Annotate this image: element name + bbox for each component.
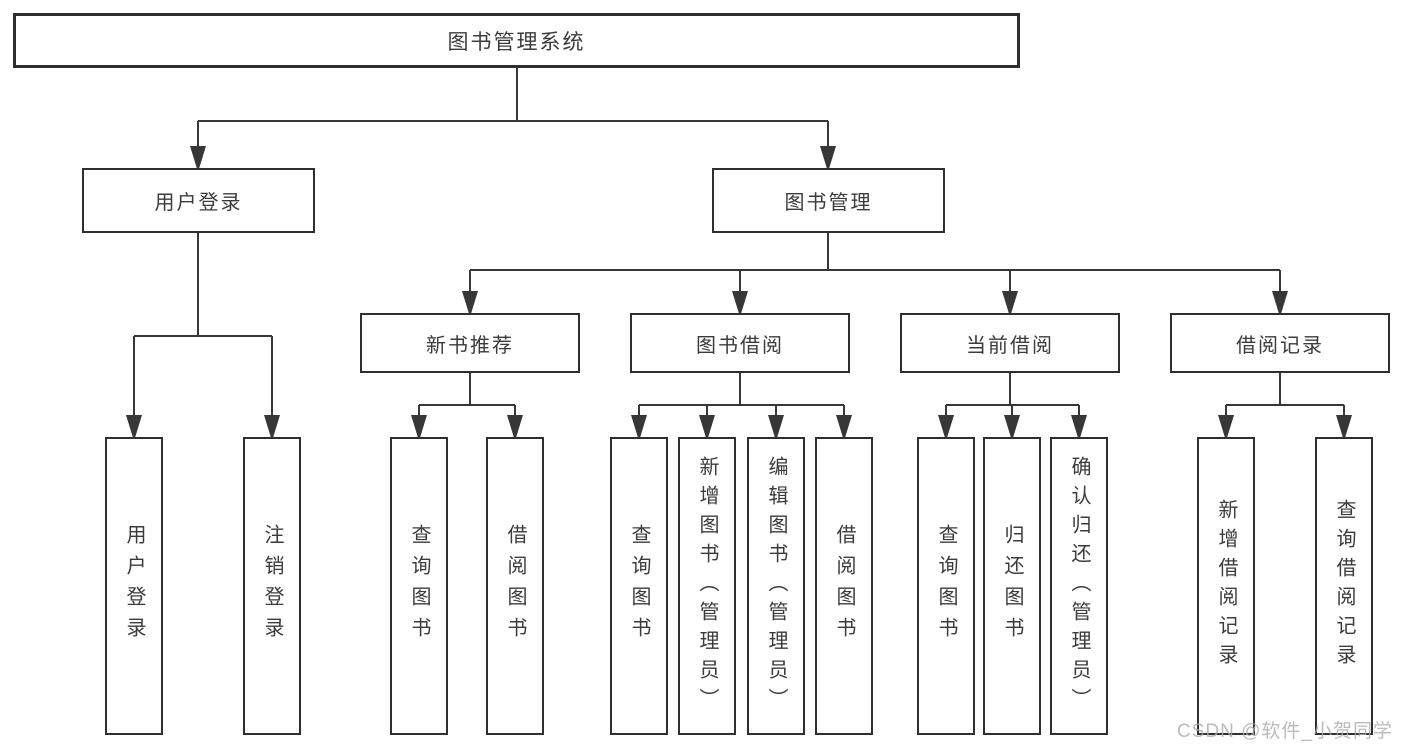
node-book-borrowing: 图书借阅	[630, 313, 850, 373]
leaf-return-books: 归还图书	[983, 437, 1041, 735]
leaf-user-login: 用户登录	[105, 437, 163, 735]
leaf-borrow-books-recommend: 借阅图书	[486, 437, 544, 735]
leaf-query-books-current: 查询图书	[917, 437, 975, 735]
node-borrowing-records: 借阅记录	[1170, 313, 1390, 373]
leaf-query-books-borrowing: 查询图书	[610, 437, 668, 735]
leaf-query-borrow-record: 查询借阅记录	[1315, 437, 1373, 735]
leaf-borrow-books: 借阅图书	[815, 437, 873, 735]
leaf-confirm-return-admin: 确认归还（管理员）	[1050, 437, 1108, 735]
node-current-borrowing: 当前借阅	[900, 313, 1120, 373]
leaf-query-books-recommend: 查询图书	[390, 437, 448, 735]
leaf-logout: 注销登录	[243, 437, 301, 735]
node-system-root: 图书管理系统	[13, 13, 1020, 68]
leaf-edit-books-admin: 编辑图书（管理员）	[747, 437, 805, 735]
node-new-book-recommendation: 新书推荐	[360, 313, 580, 373]
leaf-add-books-admin: 新增图书（管理员）	[678, 437, 736, 735]
node-book-management: 图书管理	[712, 168, 945, 233]
leaf-add-borrow-record: 新增借阅记录	[1197, 437, 1255, 735]
watermark: CSDN @软件_小贺同学	[1177, 721, 1393, 742]
node-user-login: 用户登录	[82, 168, 315, 233]
